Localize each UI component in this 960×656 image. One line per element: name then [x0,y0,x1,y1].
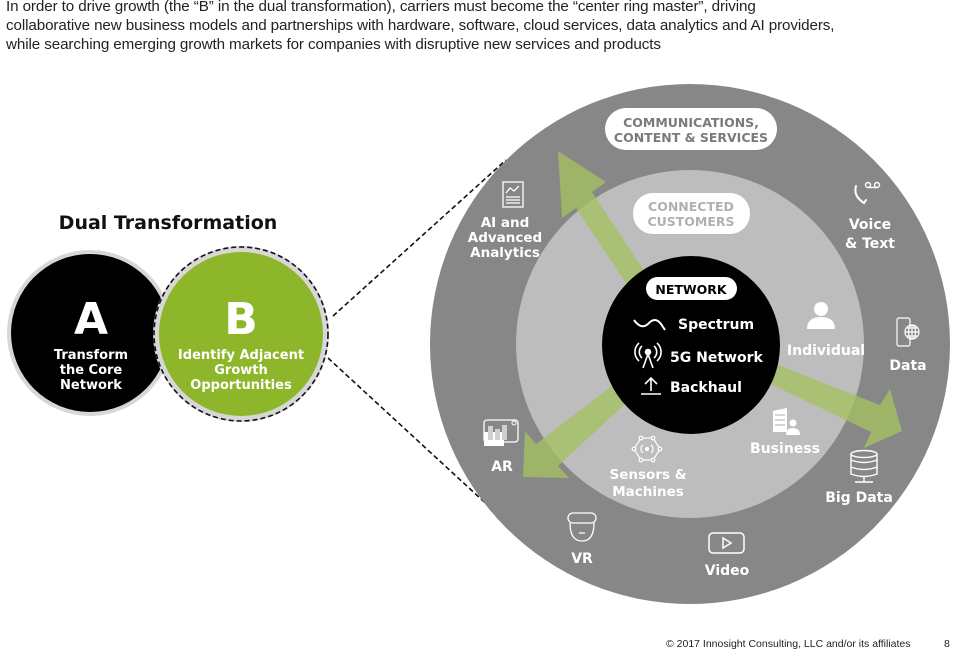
service-data: Data [889,317,927,374]
middle-ring-label-line: CUSTOMERS [647,214,734,229]
outer-ring-label-line: CONTENT & SERVICES [614,130,768,145]
service-ai-analytics: AI and Advanced Analytics [468,181,542,261]
vr-headset-icon [567,512,597,542]
circle-b: B Identify Adjacent Growth Opportunities [153,246,329,422]
service-label: & Text [845,236,895,252]
circle-a-line: the Core [60,363,123,378]
arrow-down-right [758,360,902,448]
dual-title: Dual Transformation [59,212,278,234]
customer-label: Individual [787,343,865,359]
core-item-label: Backhaul [670,380,742,396]
middle-ring-label: CONNECTED CUSTOMERS [633,193,750,234]
core-item-spectrum: Spectrum [633,317,754,333]
person-icon [807,302,835,329]
network-label-text: NETWORK [655,282,728,297]
circle-b-line: Growth [214,363,268,378]
core-item-backhaul: Backhaul [641,376,742,396]
circle-a: A Transform the Core Network [7,250,173,416]
video-play-icon [708,532,745,554]
service-label: Video [705,563,750,579]
database-icon [850,449,878,483]
arrow-up-left [558,151,650,292]
analytics-icon [502,181,524,208]
arrow-down-left [523,386,627,478]
core-item-5g: 5G Network [634,342,763,369]
sensor-network-icon [631,435,663,463]
service-video: Video [705,532,750,579]
upload-icon [641,376,661,395]
voicemail-phone-icon [854,181,881,205]
core-item-label: 5G Network [670,350,763,366]
page-number: 8 [944,638,950,650]
intro-line: In order to drive growth (the “B” in the… [6,0,756,15]
service-label: Data [889,358,926,374]
outer-ring-label: COMMUNICATIONS, CONTENT & SERVICES [605,108,777,150]
service-ar: AR [483,419,519,475]
core-item-label: Spectrum [678,317,754,333]
ar-chart-icon [483,419,519,446]
intro-line: while searching emerging growth markets … [6,36,661,53]
service-label: AR [491,459,513,475]
service-vr: VR [567,512,597,567]
circle-a-line: Transform [54,348,128,363]
customer-label: Sensors & [610,467,687,483]
network-core [602,256,780,434]
customer-individual: Individual [787,302,865,359]
customer-label: Machines [612,484,684,500]
circle-b-line: Opportunities [190,378,292,393]
building-person-icon [773,408,800,435]
service-label: Advanced [468,230,542,246]
circle-a-line: Network [60,378,122,393]
circle-a-letter: A [74,294,108,345]
circle-b-line: Identify Adjacent [178,348,304,363]
circle-b-letter: B [224,294,258,345]
customer-business: Business [750,408,820,457]
outer-ring-label-line: COMMUNICATIONS, [623,115,759,130]
customer-label: Business [750,441,820,457]
intro-paragraph: In order to drive growth (the “B” in the… [6,0,956,54]
service-label: AI and [481,215,530,231]
intro-line: collaborative new business models and pa… [6,17,835,34]
service-label: Voice [849,217,891,233]
service-label: VR [571,551,593,567]
connector-line-lower [327,357,546,559]
antenna-icon [634,342,662,369]
service-big-data: Big Data [825,449,893,506]
growth-arrows [523,151,902,478]
service-voice-text: Voice & Text [845,181,895,252]
service-label: Big Data [825,490,893,506]
mobile-globe-icon [896,317,920,347]
wave-icon [633,319,666,331]
service-label: Analytics [470,245,540,261]
copyright-text: © 2017 Innosight Consulting, LLC and/or … [666,638,911,650]
connector-line-upper [332,159,507,317]
network-label: NETWORK [646,277,737,300]
middle-ring-label-line: CONNECTED [648,199,734,214]
customer-sensors: Sensors & Machines [610,435,687,500]
